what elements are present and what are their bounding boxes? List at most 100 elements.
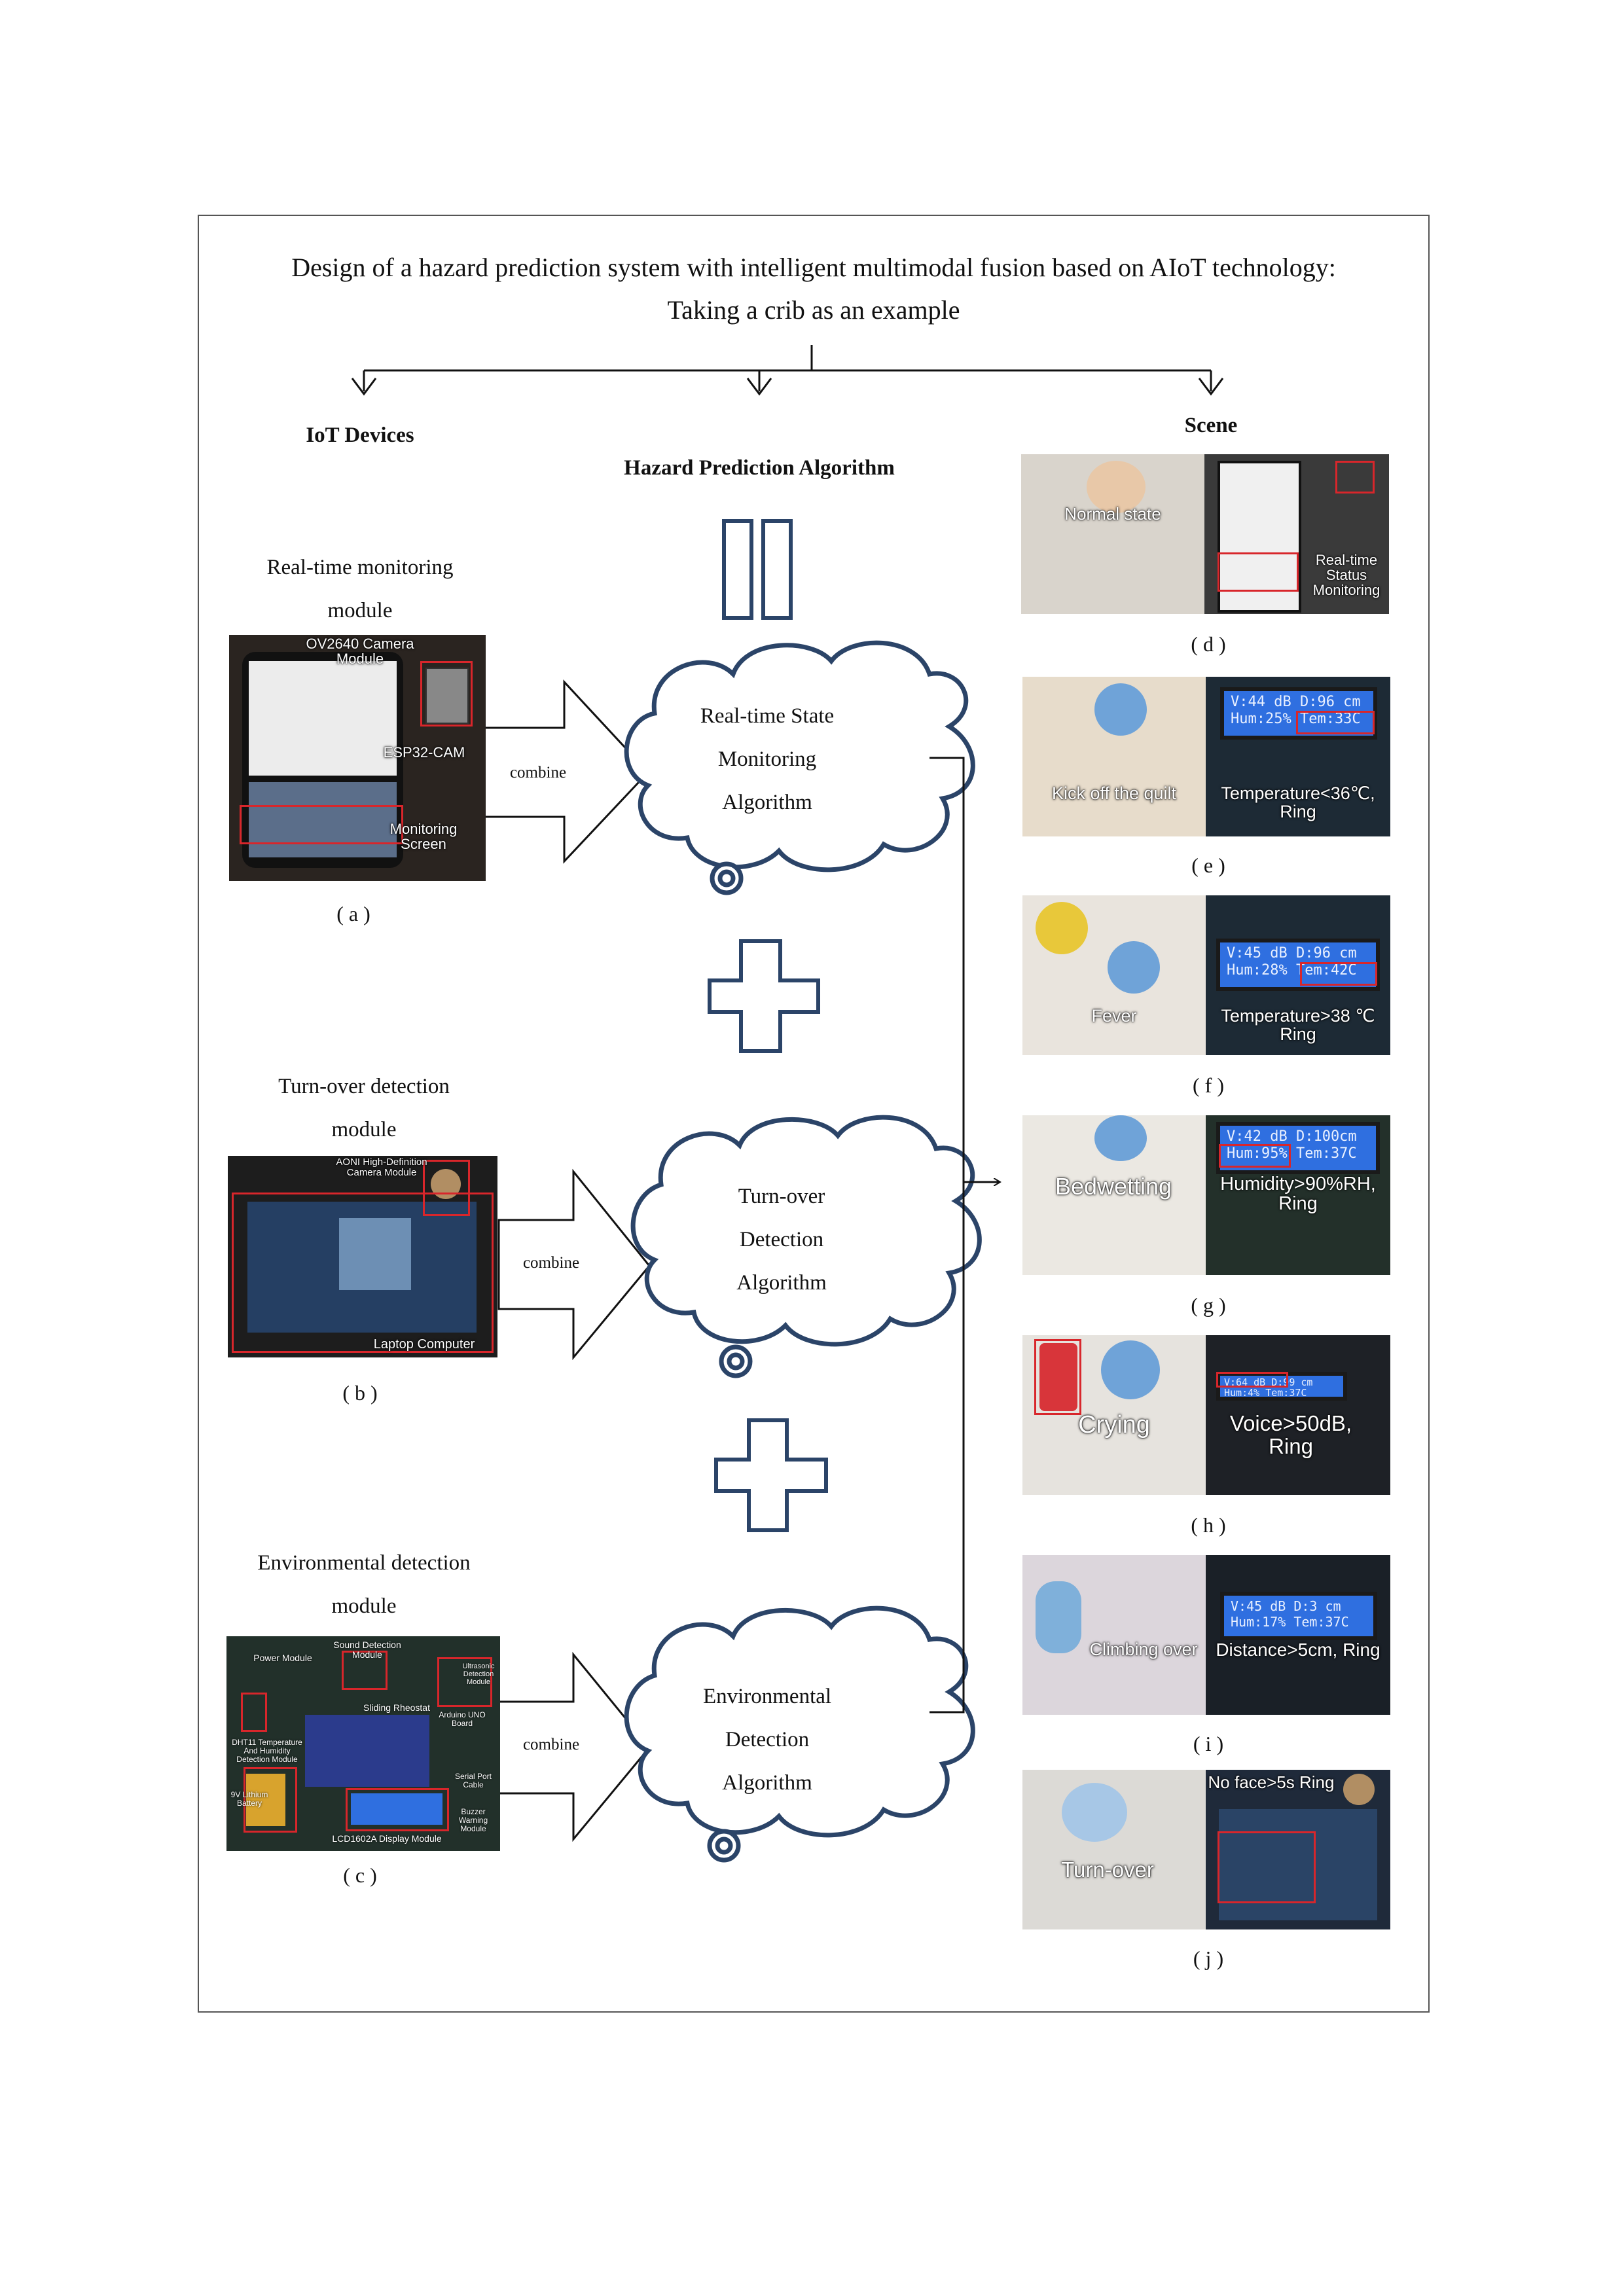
label-power-module: Power Module (253, 1653, 312, 1663)
label-aoni-camera: AONI High-Definition Camera Module (336, 1157, 427, 1178)
module-label-1-line-2: module (327, 599, 393, 622)
scene-d-left-label: Normal state (1064, 504, 1161, 524)
humidity-highlight (1219, 1144, 1291, 1168)
device-photo-b: AONI High-Definition Camera Module Lapto… (228, 1156, 497, 1357)
algorithm-2-line-1: Turn-over (738, 1185, 825, 1208)
scene-photo-j: Turn-over No face>5s Ring (1022, 1770, 1390, 1929)
combine-arrow-2 (497, 1168, 651, 1361)
scene-f-left-label: Fever (1091, 1006, 1137, 1026)
face-detection-box (1218, 1831, 1316, 1903)
merge-lines (929, 757, 1000, 1713)
scene-f-right-label: Temperature>38 ℃ Ring (1221, 1006, 1375, 1045)
algorithm-cloud-3 (624, 1605, 975, 1863)
scene-photo-e: V:44 dB D:96 cm Hum:25% Tem:33C Kick off… (1022, 677, 1390, 836)
device-photo-a: OV2640 Camera Module ESP32-CAM Monitorin… (229, 635, 486, 881)
scene-g-left-label: Bedwetting (1055, 1173, 1172, 1200)
hd-camera (1343, 1774, 1375, 1805)
algorithm-1-line-1: Real-time State (700, 704, 835, 728)
phone-highlight (1034, 1339, 1081, 1415)
label-serial-port-cable: Serial Port Cable (454, 1772, 492, 1790)
column-header-devices: IoT Devices (306, 423, 414, 447)
voice-highlight (1216, 1372, 1288, 1388)
label-ultrasonic-detection: Ultrasonic Detection Module (462, 1662, 495, 1687)
combine-label-1: combine (509, 764, 567, 781)
scene-photo-i: V:45 dB D:3 cm Hum:17% Tem:37C Climbing … (1022, 1555, 1390, 1715)
monitoring-phone (1218, 461, 1301, 613)
module-label-1-line-1: Real-time monitoring (266, 556, 454, 579)
device-photo-c: Power Module Sound Detection Module Ultr… (226, 1636, 500, 1851)
algorithm-1-line-3: Algorithm (722, 791, 812, 814)
scene-d-right-label: Real-time Status Monitoring (1312, 552, 1380, 599)
algorithm-3-line-1: Environmental (702, 1685, 832, 1708)
camera-highlight-box (423, 1160, 470, 1216)
figure-title-line-1: Design of a hazard prediction system wit… (291, 253, 1336, 282)
caption-i: ( i ) (1193, 1732, 1224, 1755)
scene-photo-h: V:64 dB D:99 cm Hum:4% Tem:37C Crying Vo… (1022, 1335, 1390, 1495)
algorithm-2-line-2: Detection (739, 1228, 824, 1251)
combine-label-3: combine (522, 1736, 580, 1753)
phone-video-area (249, 782, 397, 857)
lcd-panel-e: V:44 dB D:96 cm Hum:25% Tem:33C (1220, 687, 1377, 740)
module-label-2-line-1: Turn-over detection (278, 1075, 450, 1098)
lcd-g-line-2: Hum:95% Tem:37C (1227, 1145, 1357, 1162)
sensor-board-half (1206, 1335, 1390, 1495)
scene-g-right-label: Humidity>90%RH, Ring (1220, 1174, 1376, 1215)
plus-icon-1 (708, 939, 820, 1053)
lcd-i-line-2: Hum:17% Tem:37C (1231, 1614, 1349, 1630)
plush-toy (1036, 902, 1088, 954)
scene-h-left-label: Crying (1078, 1411, 1150, 1439)
temperature-highlight (1296, 711, 1375, 734)
battery (246, 1774, 285, 1826)
caption-h: ( h ) (1191, 1513, 1226, 1537)
module-label-3-line-2: module (331, 1594, 397, 1618)
caption-j: ( j ) (1193, 1946, 1224, 1970)
figure-title-line-2: Taking a crib as an example (667, 295, 960, 325)
algorithm-2-line-3: Algorithm (736, 1271, 827, 1295)
battery-highlight-box (244, 1767, 297, 1833)
scene-i-left-label: Climbing over (1089, 1640, 1198, 1659)
label-buzzer-module: Buzzer Warning Module (458, 1807, 488, 1834)
baby-head (1108, 941, 1160, 994)
caption-b: ( b ) (342, 1381, 378, 1405)
camera-highlight-box (420, 661, 473, 726)
algorithm-1-line-2: Monitoring (717, 747, 817, 771)
caption-f: ( f ) (1193, 1073, 1224, 1097)
ultrasonic-highlight-box (437, 1657, 492, 1707)
caption-e: ( e ) (1191, 853, 1225, 877)
scene-e-right-label: Temperature<36℃, Ring (1221, 783, 1375, 822)
baby-head (1094, 683, 1147, 736)
lcd-g-line-1: V:42 dB D:100cm (1227, 1128, 1357, 1145)
scene-j-left-label: Turn-over (1061, 1857, 1154, 1882)
camera-highlight (1335, 461, 1375, 493)
label-arduino-uno: Arduino UNO Board (439, 1710, 486, 1729)
baby-turned-over (1062, 1783, 1127, 1842)
label-9v-battery: 9V Lithium Battery (230, 1790, 268, 1808)
lcd-f-line-2: Hum:28% Tem:42C (1227, 962, 1357, 978)
module-label-3-line-1: Environmental detection (257, 1551, 471, 1575)
baby-head (1101, 1340, 1160, 1399)
title-branch-lines (351, 345, 1224, 396)
label-sliding-rheostat: Sliding Rheostat (363, 1702, 430, 1713)
plus-icon-2 (714, 1418, 828, 1532)
camera-module-board (425, 668, 469, 724)
label-ov2640-camera: OV2640 Camera Module (306, 636, 414, 668)
column-header-algorithm: Hazard Prediction Algorithm (624, 456, 895, 480)
label-sound-detection: Sound Detection Module (333, 1640, 401, 1660)
combine-arrow-3 (497, 1651, 651, 1842)
screen-highlight-box (240, 805, 403, 844)
phone-alert (1039, 1343, 1077, 1411)
label-esp32-cam: ESP32-CAM (383, 744, 465, 761)
lcd-i-line-1: V:45 dB D:3 cm (1231, 1598, 1341, 1614)
arduino-board (305, 1715, 429, 1787)
lcd-e-line-1: V:44 dB D:96 cm (1231, 694, 1361, 710)
lcd-h-line-2: Hum:4% Tem:37C (1224, 1387, 1307, 1399)
lcd-panel-f: V:45 dB D:96 cm Hum:28% Tem:42C (1216, 939, 1380, 991)
lcd-panel-i: V:45 dB D:3 cm Hum:17% Tem:37C (1220, 1592, 1377, 1640)
lcd-panel-g: V:42 dB D:100cm Hum:95% Tem:37C (1216, 1122, 1380, 1174)
power-highlight-box (241, 1693, 267, 1732)
caption-c: ( c ) (343, 1863, 377, 1887)
caption-g: ( g ) (1191, 1293, 1226, 1317)
baby-head (1087, 461, 1146, 513)
baby-head (1094, 1115, 1147, 1161)
